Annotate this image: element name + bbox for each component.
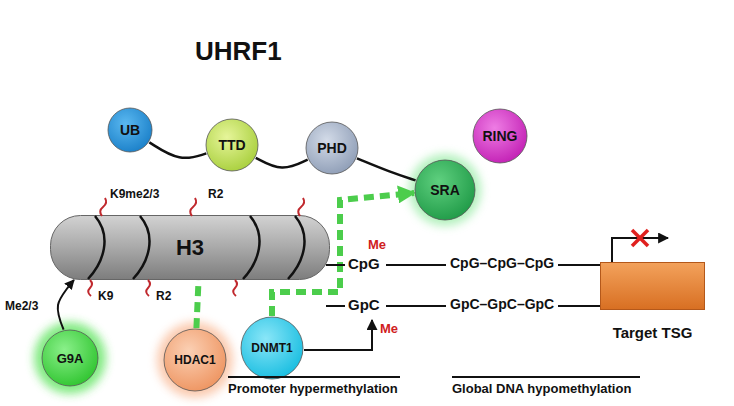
annotation-label: R2 xyxy=(208,188,223,201)
annotation-label: K9me2/3 xyxy=(110,188,159,201)
dna-strand xyxy=(386,264,446,266)
dna-strand xyxy=(326,264,345,266)
annotation-label: GpC xyxy=(348,297,380,314)
histone-tail xyxy=(146,280,150,296)
section-rule xyxy=(228,376,400,378)
dna-wrap xyxy=(288,216,304,279)
annotation-label: CpG–CpG–CpG xyxy=(450,256,554,271)
domain-circle: RING xyxy=(472,108,528,164)
annotation-label: Me xyxy=(368,238,386,252)
annotation-label: Me xyxy=(380,322,398,336)
annotation-label: Global DNA hypomethylation xyxy=(452,382,631,396)
node-outline xyxy=(600,262,705,310)
node-label: HDAC1 xyxy=(174,353,215,367)
enzyme-circle: HDAC1 xyxy=(163,328,227,392)
node-label: SRA xyxy=(430,182,460,198)
cylinder-outline xyxy=(51,216,330,280)
glow xyxy=(34,322,106,394)
circle-outline xyxy=(241,317,303,379)
circle-outline xyxy=(42,330,98,386)
histone-tail xyxy=(233,280,237,296)
node-label: G9A xyxy=(57,351,84,366)
dna-strand xyxy=(326,305,345,307)
circle-outline xyxy=(306,122,358,174)
dna-wrap xyxy=(243,216,259,279)
glow xyxy=(157,322,233,398)
histone-tail xyxy=(190,198,196,216)
connector xyxy=(196,280,198,328)
circle-outline xyxy=(164,329,226,391)
dna-strand xyxy=(558,305,600,307)
node-label: PHD xyxy=(317,140,347,156)
circle-outline xyxy=(415,160,475,220)
annotation-label: K9 xyxy=(98,290,113,303)
enzyme-circle: G9A xyxy=(41,329,99,387)
domain-circle: SRA xyxy=(414,159,476,221)
annotation-label: Me2/3 xyxy=(5,300,38,313)
gene-box: Target TSG xyxy=(600,262,705,310)
enzyme-circle: DNMT1 xyxy=(240,316,304,380)
dna-strand xyxy=(386,305,446,307)
domain-circle: TTD xyxy=(205,118,259,172)
connector xyxy=(357,158,416,180)
histone-cylinder: H3 xyxy=(50,215,330,280)
dna-strand xyxy=(558,264,600,266)
histone-tail xyxy=(100,198,106,216)
circle-outline xyxy=(108,108,152,152)
block-mark xyxy=(632,230,648,246)
annotation-label: R2 xyxy=(156,290,171,303)
domain-circle: PHD xyxy=(305,121,359,175)
domain-circle: UB xyxy=(107,107,153,153)
section-rule xyxy=(452,376,640,378)
protein-outline xyxy=(90,0,710,335)
node-label: UB xyxy=(120,122,140,138)
annotation-label: CpG xyxy=(348,256,380,273)
circle-outline xyxy=(206,119,258,171)
dna-wrap xyxy=(88,216,104,279)
node-label: UHRF1 xyxy=(195,36,282,67)
promoter-arrow xyxy=(612,238,668,262)
connector xyxy=(256,158,308,168)
histone-tail xyxy=(88,280,92,296)
histone-tail xyxy=(298,198,304,216)
block-mark xyxy=(632,230,648,246)
annotation-label: Promoter hypermethylation xyxy=(228,382,398,396)
annotation-label: GpC–GpC–GpC xyxy=(450,297,554,312)
node-label: H3 xyxy=(176,235,204,261)
dna-wrap xyxy=(133,216,149,279)
node-label: RING xyxy=(483,128,518,144)
node-label: DNMT1 xyxy=(251,341,292,355)
box-outline xyxy=(601,263,705,310)
methylation-arrow xyxy=(304,320,372,350)
circle-outline xyxy=(473,109,527,163)
node-label: Target TSG xyxy=(613,324,693,341)
connector xyxy=(58,280,74,330)
glow xyxy=(409,154,481,226)
connector xyxy=(149,142,206,157)
node-label: TTD xyxy=(218,137,245,153)
